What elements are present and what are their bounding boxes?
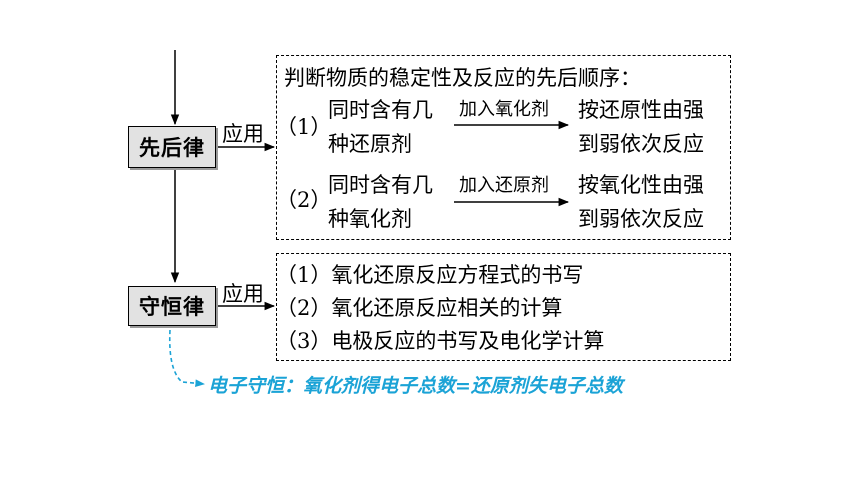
box1-item2-right-line1: 按氧化性由强 [578,173,704,197]
node-first-law: 先后律 [128,126,216,168]
box1-item1-right-line1: 按还原性由强 [578,98,704,122]
box1-item2-arrow-label: 加入还原剂 [459,175,549,196]
box2-item-3: （3）电极反应的书写及电化学计算 [276,329,605,353]
box1-item1-left-line2: 种还原剂 [328,132,412,156]
box-conservation-applications [276,253,731,361]
electron-conservation-note: 电子守恒：氧化剂得电子总数=还原剂失电子总数 [208,375,623,397]
box1-item2-left-line2: 种氧化剂 [328,207,412,231]
apply-label-1: 应用 [222,122,264,146]
box1-item1-num: （1） [276,115,332,139]
node-conservation-law-label: 守恒律 [139,295,205,319]
apply-label-2: 应用 [222,282,264,306]
box1-item2-left-line1: 同时含有几 [328,173,433,197]
box2-item-1: （1）氧化还原反应方程式的书写 [276,263,584,287]
box2-item-2: （2）氧化还原反应相关的计算 [276,296,563,320]
node-conservation-law: 守恒律 [128,286,216,326]
box1-item2-num: （2） [276,188,332,212]
note-connector [168,329,205,388]
node-first-law-label: 先后律 [139,136,205,160]
box1-title: 判断物质的稳定性及反应的先后顺序： [284,66,641,90]
box-order-rules [276,55,731,240]
box1-item1-arrow-label: 加入氧化剂 [459,99,549,120]
box1-item1-right-line2: 到弱依次反应 [578,132,704,156]
box1-item1-left-line1: 同时含有几 [328,98,433,122]
box1-item2-right-line2: 到弱依次反应 [578,207,704,231]
